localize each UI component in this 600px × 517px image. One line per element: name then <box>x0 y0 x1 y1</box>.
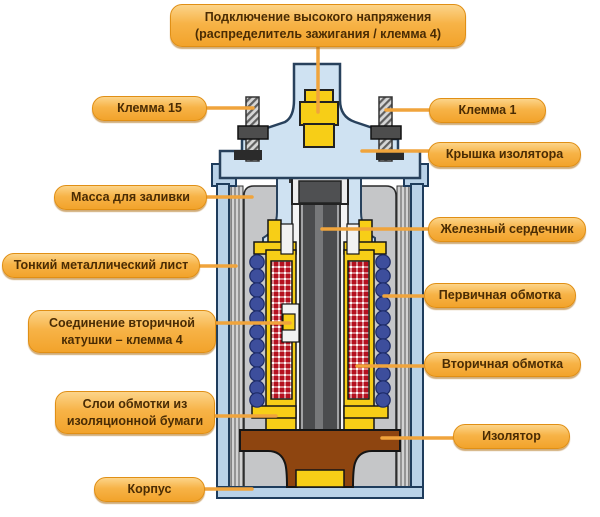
label-terminal-1: Клемма 1 <box>429 98 546 123</box>
label-connector-lines <box>196 44 457 491</box>
label-insulating-paper-layers: Слои обмотки из изоляционной бумаги <box>55 391 215 435</box>
label-primary-winding: Первичная обмотка <box>424 283 576 308</box>
label-terminal-15: Клемма 15 <box>92 96 207 121</box>
label-high-voltage-connection: Подключение высокого напряжения (распред… <box>170 4 466 48</box>
label-secondary-winding: Вторичная обмотка <box>424 352 581 377</box>
label-iron-core: Железный сердечник <box>428 217 586 242</box>
label-secondary-coil-connection: Соединение вторичной катушки – клемма 4 <box>28 310 216 354</box>
base-terminal-block <box>295 469 345 488</box>
label-insulator: Изолятор <box>453 424 570 449</box>
high-voltage-terminal <box>299 89 339 148</box>
bobbin-gap-left <box>280 223 294 255</box>
label-thin-metal-sheet: Тонкий металлический лист <box>2 253 200 278</box>
bobbin-gap-right <box>346 223 360 255</box>
primary-winding-shape <box>249 254 391 408</box>
terminal-bolts <box>234 96 404 162</box>
label-filling-mass: Масса для заливки <box>54 185 207 210</box>
label-insulator-cap: Крышка изолятора <box>428 142 581 167</box>
label-housing: Корпус <box>94 477 205 502</box>
iron-core-shape <box>291 175 349 471</box>
